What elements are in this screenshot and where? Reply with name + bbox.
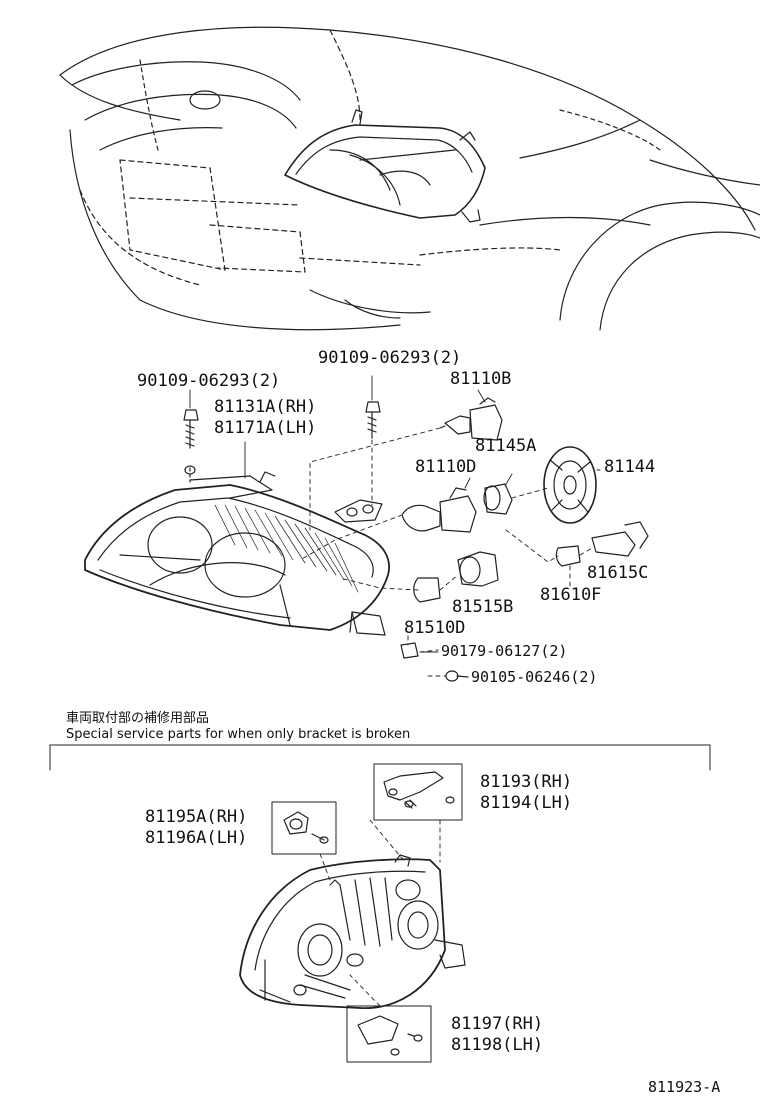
label-headlamp-rh: 81131A(RH) [214,397,317,417]
note-english: Special service parts for when only brac… [66,727,411,742]
service-section-frame [50,745,710,770]
label-bracket-side-rh: 81195A(RH) [145,807,248,827]
label-bulb-f: 81610F [540,585,602,605]
label-socket-f: 81615C [587,563,649,583]
headlamp-rear-view [240,855,465,1008]
label-screw-left: 90109-06293(2) [137,371,281,391]
bracket-boxes [272,764,462,1062]
label-headlamp-lh: 81171A(LH) [214,418,317,438]
label-bracket-side-lh: 81196A(LH) [145,828,248,848]
label-socket-b: 81515B [452,597,514,617]
leader-lines [190,376,600,652]
label-bracket-lower-lh: 81198(LH) [451,1035,544,1055]
label-cover: 81144 [604,457,656,477]
figure-id: 811923-A [648,1078,721,1096]
connection-lines [300,428,592,676]
label-socket-cap: 81145A [475,436,537,456]
note-japanese: 車両取付部の補修用部品 [66,711,210,726]
label-bracket-lower-rh: 81197(RH) [451,1014,544,1034]
bracket-parts [284,772,454,1055]
bracket-dashed-lines [320,820,440,1006]
label-nut: 90179-06127(2) [441,642,568,660]
car-front-illustration [60,27,760,330]
label-bulb-d: 81510D [404,618,466,638]
label-bracket-upper-lh: 81194(LH) [480,793,573,813]
bulb-parts [401,398,648,681]
label-bulb-hb: 81110B [450,369,512,389]
label-bracket-upper-rh: 81193(RH) [480,772,573,792]
label-screw-top: 90109-06293(2) [318,348,462,368]
headlamp-assembly [85,472,389,635]
screw-parts [184,402,380,482]
label-bulb-h: 81110D [415,457,477,477]
label-bolt: 90105-06246(2) [471,668,598,686]
